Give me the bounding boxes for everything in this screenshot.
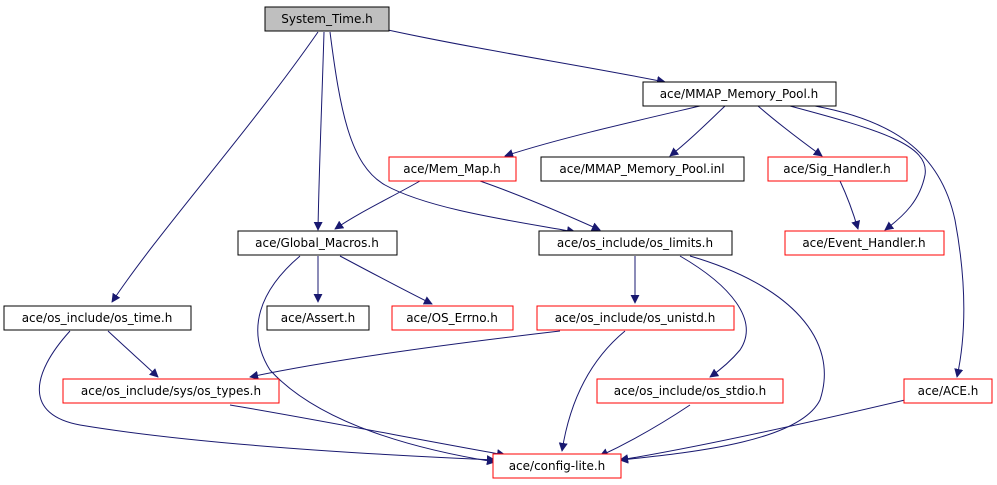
- node-mem-map[interactable]: ace/Mem_Map.h: [388, 156, 517, 182]
- node-mmap-memory-pool-inl[interactable]: ace/MMAP_Memory_Pool.inl: [540, 156, 745, 182]
- node-assert[interactable]: ace/Assert.h: [266, 305, 370, 331]
- node-system-time[interactable]: System_Time.h: [264, 6, 390, 32]
- edge-os-limits-to-config-lite: [619, 255, 825, 464]
- node-label: ace/Global_Macros.h: [255, 236, 379, 250]
- node-os-unistd[interactable]: ace/os_include/os_unistd.h: [536, 305, 735, 331]
- node-sig-handler[interactable]: ace/Sig_Handler.h: [767, 156, 908, 182]
- edge-system-time-to-global-macros: [313, 31, 325, 231]
- node-label: ace/Event_Handler.h: [802, 236, 925, 250]
- node-os-errno[interactable]: ace/OS_Errno.h: [391, 305, 514, 331]
- node-mmap-memory-pool[interactable]: ace/MMAP_Memory_Pool.h: [642, 81, 837, 107]
- edge-mem-map-to-global-macros: [334, 180, 421, 230]
- edge-mmap-pool-to-ace: [814, 105, 965, 378]
- dependency-edges: [38, 29, 965, 466]
- edge-mmap-pool-to-sig-handler: [757, 105, 823, 157]
- node-label: ace/OS_Errno.h: [406, 311, 498, 325]
- node-label: System_Time.h: [281, 12, 373, 26]
- edge-global-macros-to-os-errno: [339, 255, 433, 305]
- node-label: ace/Sig_Handler.h: [783, 162, 891, 176]
- node-label: ace/ACE.h: [918, 384, 979, 398]
- node-label: ace/os_include/os_stdio.h: [614, 384, 767, 398]
- node-os-time[interactable]: ace/os_include/os_time.h: [3, 305, 192, 331]
- node-config-lite[interactable]: ace/config-lite.h: [492, 453, 622, 479]
- edge-system-time-to-mmap-pool: [387, 29, 666, 85]
- edge-mmap-pool-to-mmap-pool-inl: [669, 105, 726, 157]
- node-label: ace/MMAP_Memory_Pool.inl: [559, 162, 724, 176]
- node-label: ace/Mem_Map.h: [403, 162, 501, 176]
- node-os-stdio[interactable]: ace/os_include/os_stdio.h: [596, 378, 784, 404]
- node-sys-types[interactable]: ace/os_include/sys/os_types.h: [62, 378, 280, 404]
- node-label: ace/os_include/sys/os_types.h: [81, 384, 261, 398]
- node-event-handler[interactable]: ace/Event_Handler.h: [784, 230, 945, 256]
- edge-mmap-pool-to-event-handler: [789, 105, 926, 231]
- node-label: ace/os_include/os_time.h: [22, 311, 173, 325]
- node-label: ace/MMAP_Memory_Pool.h: [660, 87, 819, 101]
- edge-os-limits-to-os-stdio: [679, 255, 747, 378]
- edge-os-unistd-to-sys-types: [249, 330, 561, 380]
- edge-os-unistd-to-config-lite: [558, 330, 626, 452]
- node-os-limits[interactable]: ace/os_include/os_limits.h: [538, 230, 733, 256]
- node-global-macros[interactable]: ace/Global_Macros.h: [237, 230, 398, 256]
- edge-mmap-pool-to-mem-map: [504, 105, 701, 158]
- edge-mem-map-to-os-limits: [479, 180, 601, 231]
- node-label: ace/config-lite.h: [509, 459, 606, 473]
- node-label: ace/os_include/os_limits.h: [557, 236, 713, 250]
- edge-os-stdio-to-config-lite: [599, 404, 691, 457]
- node-label: ace/os_include/os_unistd.h: [555, 311, 716, 325]
- edge-sig-handler-to-event-handler: [839, 180, 861, 230]
- node-label: ace/Assert.h: [281, 311, 356, 325]
- edge-os-time-to-sys-types: [107, 330, 159, 378]
- edge-global-macros-to-config-lite: [257, 255, 496, 466]
- edge-system-time-to-os-limits: [329, 31, 576, 235]
- edge-os-time-to-config-lite: [38, 330, 496, 465]
- edge-sys-types-to-config-lite: [229, 404, 506, 459]
- edge-system-time-to-os-time: [111, 31, 319, 303]
- node-ace[interactable]: ace/ACE.h: [903, 378, 993, 404]
- edge-ace-to-config-lite: [619, 399, 906, 464]
